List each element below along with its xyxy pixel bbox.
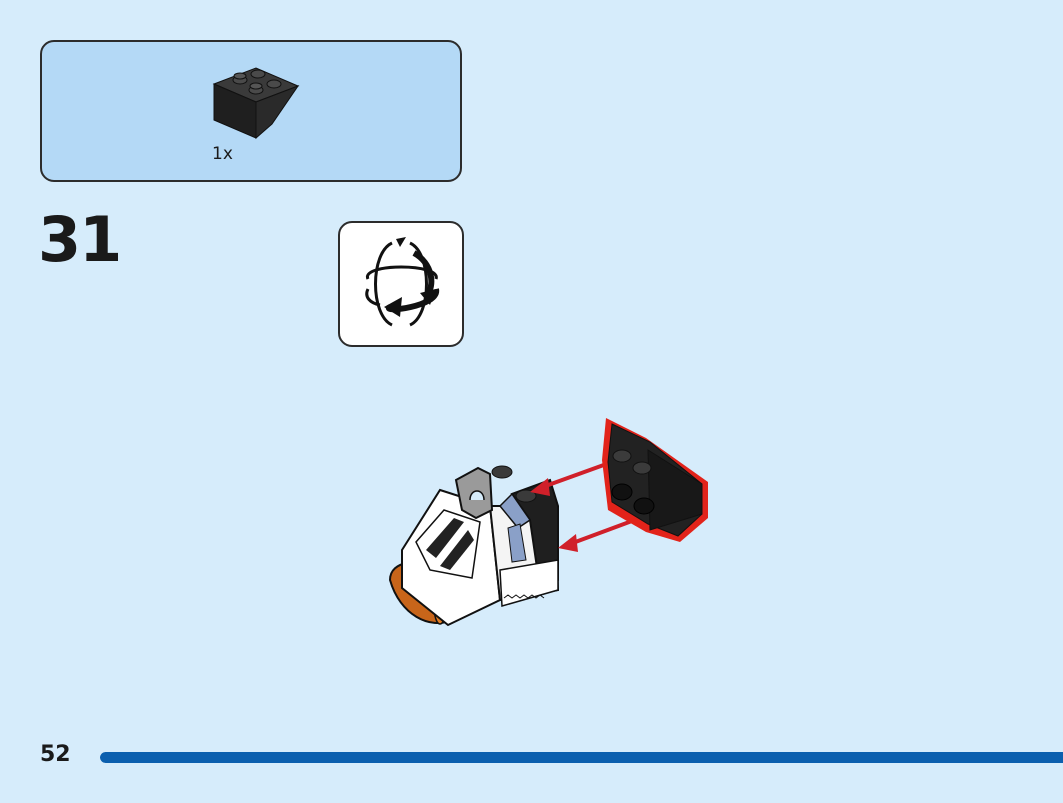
rotate-callout xyxy=(338,221,464,347)
step-number: 31 xyxy=(38,203,122,276)
rotate-model-icon xyxy=(365,237,439,327)
black-inverted-slope-brick-icon xyxy=(212,67,300,140)
part-quantity: 1x xyxy=(212,144,233,164)
parts-list-box: 1x xyxy=(40,40,462,182)
assembly-illustration xyxy=(388,418,708,627)
progress-bar-fill xyxy=(100,752,1063,763)
page-number: 52 xyxy=(40,742,71,767)
progress-bar xyxy=(100,752,1063,763)
